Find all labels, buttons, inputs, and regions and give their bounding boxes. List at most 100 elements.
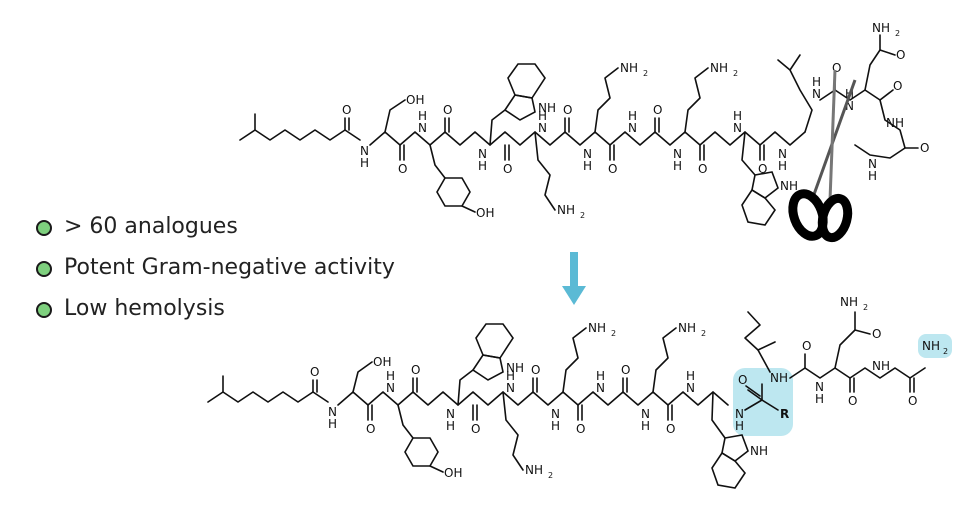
svg-text:O: O [310,365,319,379]
svg-text:NH: NH [780,179,798,193]
svg-text:N: N [628,121,637,135]
svg-text:O: O [802,339,811,353]
top-carbonyls: O O O O O O O O [398,103,767,176]
svg-text:2: 2 [580,211,585,220]
svg-text:2: 2 [895,29,900,38]
svg-text:2: 2 [863,303,868,312]
bottom-carbonyls: O O O O O O O [366,363,675,436]
top-orn-side-3 [684,67,709,133]
svg-text:O: O [411,363,420,377]
svg-text:NH: NH [620,61,638,75]
svg-text:H: H [673,159,682,173]
svg-text:H: H [778,159,787,173]
svg-text:NH: NH [872,21,890,35]
svg-text:2: 2 [943,347,948,356]
svg-text:O: O [896,48,905,62]
svg-text:O: O [893,79,902,93]
svg-text:NH: NH [710,61,728,75]
svg-text:O: O [832,61,841,75]
svg-text:H: H [446,419,455,433]
bottom-molecule: O N H O O O O O O O NH NH NH NH [207,295,952,489]
svg-text:NH: NH [770,371,788,385]
svg-text:OH: OH [476,206,494,220]
svg-text:N: N [583,147,592,161]
top-nh-1: N [360,144,369,158]
bullet-text-3: Low hemolysis [64,296,225,321]
svg-text:N: N [673,147,682,161]
svg-text:O: O [471,422,480,436]
svg-text:2: 2 [548,471,553,480]
svg-text:H: H [551,419,560,433]
top-o-1: O [342,103,351,117]
svg-text:H: H [812,75,821,89]
bullet-text-2: Potent Gram-negative activity [64,255,395,280]
svg-text:NH: NH [750,444,768,458]
svg-text:H: H [735,419,744,433]
svg-text:O: O [653,103,662,117]
svg-text:NH: NH [525,463,543,477]
top-asn-side [864,34,881,91]
svg-text:O: O [908,394,917,408]
top-orn-side-1 [534,131,556,211]
svg-text:NH: NH [872,359,890,373]
svg-text:H: H [538,109,547,123]
svg-text:2: 2 [643,69,648,78]
svg-text:O: O [920,141,929,155]
svg-text:O: O [366,422,375,436]
highlight-r-residue [733,368,793,436]
svg-text:O: O [738,373,747,387]
svg-text:O: O [666,422,675,436]
svg-text:2: 2 [733,69,738,78]
r-group-label: R [780,407,789,421]
svg-text:H: H [478,159,487,173]
top-backbone [369,131,806,146]
svg-text:N: N [551,407,560,421]
top-ring-upper [819,89,881,101]
svg-text:H: H [815,392,824,406]
top-nh-labels: NH NH NH NH NH NH NH NH [418,109,787,173]
c-terminal-nh2: NH [922,339,940,353]
svg-text:N: N [418,121,427,135]
svg-text:NH: NH [678,321,696,335]
top-trp-side-2 [741,131,756,176]
svg-text:O: O [531,363,540,377]
svg-text:N: N [478,147,487,161]
bottom-lipid-tail [207,391,314,403]
svg-text:NH: NH [557,203,575,217]
svg-text:N: N [538,121,547,135]
svg-text:N: N [328,405,337,419]
bullet-text-1: > 60 analogues [64,214,238,239]
svg-text:O: O [563,103,572,117]
bullet-dot-2 [36,261,52,277]
svg-text:H: H [868,169,877,183]
svg-text:H: H [628,109,637,123]
svg-text:O: O [848,394,857,408]
svg-text:NH: NH [840,295,858,309]
svg-text:H: H [641,419,650,433]
svg-text:N: N [506,381,515,395]
bottom-nh-labels: NH NH NH NH NH NH NH [386,369,695,433]
svg-text:H: H [596,369,605,383]
bullet-dot-1 [36,220,52,236]
highlight-c-terminus [918,334,952,358]
svg-text:O: O [398,162,407,176]
svg-text:H: H [506,369,515,383]
svg-text:H: H [328,417,337,431]
top-lipid-tail [239,129,346,141]
svg-text:N: N [778,147,787,161]
svg-text:N: N [641,407,650,421]
top-ile-side [777,59,813,133]
svg-text:N: N [386,381,395,395]
svg-text:N: N [815,380,824,394]
svg-text:H: H [733,109,742,123]
top-tyr-side [429,144,446,179]
svg-text:O: O [698,162,707,176]
svg-text:H: H [360,156,369,170]
svg-text:OH: OH [373,355,391,369]
svg-text:2: 2 [611,329,616,338]
svg-text:O: O [608,162,617,176]
svg-text:N: N [686,381,695,395]
bullet-dot-3 [36,302,52,318]
svg-text:N: N [446,407,455,421]
